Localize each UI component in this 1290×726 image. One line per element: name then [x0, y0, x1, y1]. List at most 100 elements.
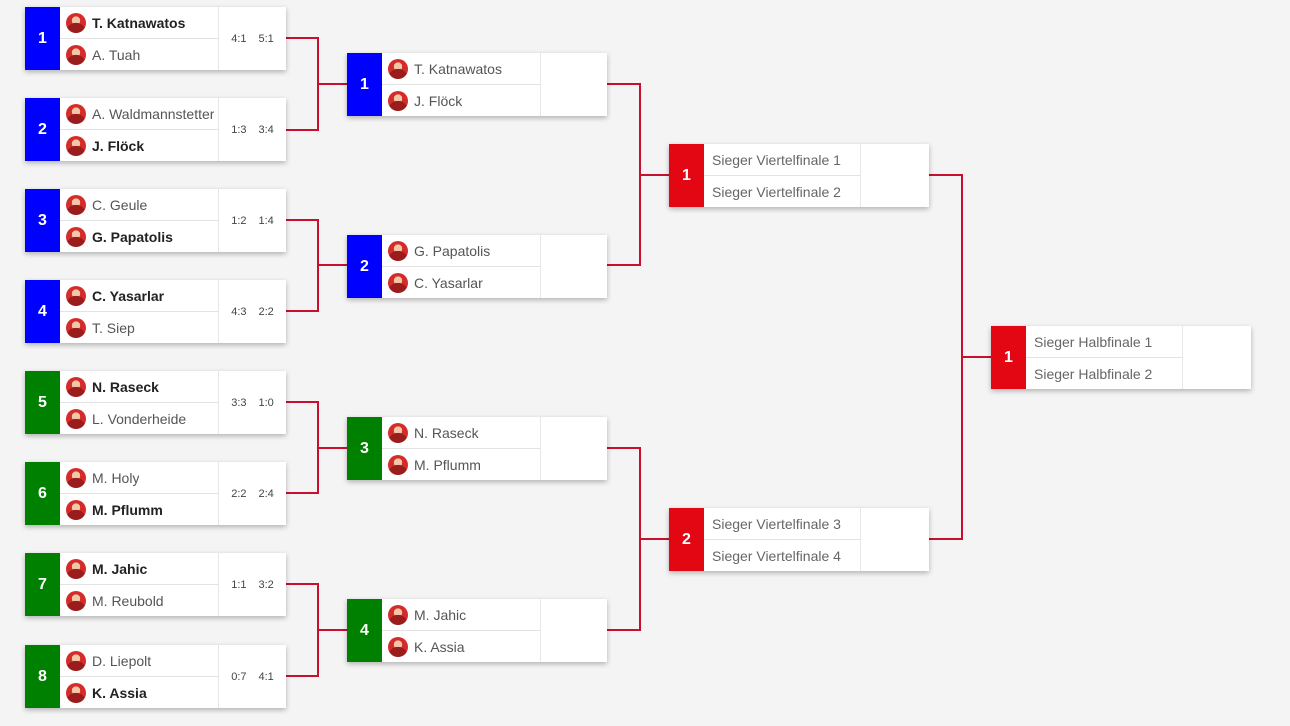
player-name: C. Yasarlar	[92, 287, 165, 304]
match-seed: 6	[25, 462, 60, 525]
match-seed: 4	[25, 280, 60, 343]
player-row[interactable]: K. Assia	[382, 630, 540, 662]
player-row[interactable]: M. Pflumm	[382, 448, 540, 480]
player-avatar-icon	[388, 90, 408, 111]
match-qf-2[interactable]: 2 G. Papatolis C. Yasarlar	[347, 235, 607, 298]
connector-sf-final	[929, 174, 991, 540]
match-score	[541, 235, 607, 298]
player-name: C. Yasarlar	[414, 274, 483, 291]
score-leg-2: 3:2	[258, 578, 274, 591]
player-row[interactable]: J. Flöck	[60, 129, 218, 161]
winner-slot[interactable]: Sieger Viertelfinale 4	[704, 539, 860, 571]
winner-slot[interactable]: Sieger Viertelfinale 3	[704, 508, 860, 539]
connector-qf-sf1	[607, 83, 669, 266]
player-avatar-icon	[388, 240, 408, 261]
player-name: T. Katnawatos	[414, 60, 502, 77]
winner-slot[interactable]: Sieger Viertelfinale 1	[704, 144, 860, 175]
player-avatar-icon	[66, 226, 86, 247]
player-avatar-icon	[66, 590, 86, 611]
match-qf-3[interactable]: 3 N. Raseck M. Pflumm	[347, 417, 607, 480]
player-avatar-icon	[66, 317, 86, 338]
match-score	[861, 508, 929, 571]
match-sf-1[interactable]: 1 Sieger Viertelfinale 1 Sieger Viertelf…	[669, 144, 929, 207]
match-score	[1183, 326, 1251, 389]
player-avatar-icon	[66, 650, 86, 671]
match-score	[861, 144, 929, 207]
player-name: M. Pflumm	[414, 456, 481, 473]
player-row[interactable]: T. Katnawatos	[60, 7, 218, 38]
player-avatar-icon	[388, 58, 408, 79]
match-qf-1[interactable]: 1 T. Katnawatos J. Flöck	[347, 53, 607, 116]
player-row[interactable]: A. Tuah	[60, 38, 218, 70]
player-row[interactable]: D. Liepolt	[60, 645, 218, 676]
player-name: K. Assia	[414, 638, 465, 655]
winner-slot[interactable]: Sieger Halbfinale 2	[1026, 357, 1182, 389]
player-avatar-icon	[66, 682, 86, 703]
score-leg-2: 2:2	[258, 305, 274, 318]
player-row[interactable]: G. Papatolis	[382, 235, 540, 266]
player-avatar-icon	[66, 103, 86, 124]
player-name: M. Holy	[92, 469, 140, 486]
player-avatar-icon	[66, 12, 86, 33]
player-avatar-icon	[388, 422, 408, 443]
match-seed: 8	[25, 645, 60, 708]
player-avatar-icon	[66, 408, 86, 429]
player-name: M. Jahic	[414, 606, 467, 623]
player-row[interactable]: C. Yasarlar	[60, 280, 218, 311]
winner-slot[interactable]: Sieger Halbfinale 1	[1026, 326, 1182, 357]
slot-label: Sieger Halbfinale 1	[1034, 333, 1153, 350]
match-seed: 2	[347, 235, 382, 298]
match-score	[541, 53, 607, 116]
player-row[interactable]: C. Geule	[60, 189, 218, 220]
slot-label: Sieger Viertelfinale 2	[712, 183, 841, 200]
player-row[interactable]: M. Pflumm	[60, 493, 218, 525]
player-row[interactable]: M. Holy	[60, 462, 218, 493]
player-avatar-icon	[388, 454, 408, 475]
match-seed: 2	[25, 98, 60, 161]
player-avatar-icon	[388, 272, 408, 293]
match-qf-4[interactable]: 4 M. Jahic K. Assia	[347, 599, 607, 662]
player-avatar-icon	[66, 194, 86, 215]
match-final[interactable]: 1 Sieger Halbfinale 1 Sieger Halbfinale …	[991, 326, 1251, 389]
winner-slot[interactable]: Sieger Viertelfinale 2	[704, 175, 860, 207]
player-name: A. Tuah	[92, 46, 141, 63]
player-row[interactable]: M. Reubold	[60, 584, 218, 616]
player-row[interactable]: L. Vonderheide	[60, 402, 218, 434]
match-seed: 5	[25, 371, 60, 434]
score-leg-1: 0:7	[231, 670, 247, 683]
match-sf-2[interactable]: 2 Sieger Viertelfinale 3 Sieger Viertelf…	[669, 508, 929, 571]
player-row[interactable]: G. Papatolis	[60, 220, 218, 252]
connector-r1-qf3	[286, 401, 347, 494]
player-row[interactable]: N. Raseck	[382, 417, 540, 448]
player-row[interactable]: N. Raseck	[60, 371, 218, 402]
player-row[interactable]: M. Jahic	[382, 599, 540, 630]
player-row[interactable]: A. Waldmannstetter	[60, 98, 218, 129]
player-name: G. Papatolis	[414, 242, 491, 259]
match-score	[541, 417, 607, 480]
player-name: A. Waldmannstetter	[92, 105, 215, 122]
player-row[interactable]: M. Jahic	[60, 553, 218, 584]
player-row[interactable]: T. Katnawatos	[382, 53, 540, 84]
player-row[interactable]: K. Assia	[60, 676, 218, 708]
player-row[interactable]: C. Yasarlar	[382, 266, 540, 298]
score-leg-2: 3:4	[258, 123, 274, 136]
player-row[interactable]: T. Siep	[60, 311, 218, 343]
slot-label: Sieger Viertelfinale 4	[712, 547, 841, 564]
player-row[interactable]: J. Flöck	[382, 84, 540, 116]
score-leg-1: 3:3	[231, 396, 247, 409]
player-name: N. Raseck	[92, 378, 159, 395]
match-seed: 3	[347, 417, 382, 480]
